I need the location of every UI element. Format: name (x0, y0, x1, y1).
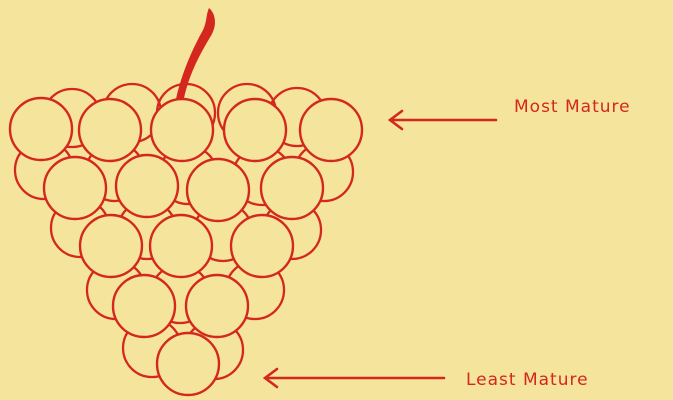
berry-row3 (231, 215, 293, 277)
berry-row5 (157, 333, 219, 395)
berry-row2 (116, 155, 178, 217)
berry-row2 (187, 159, 249, 221)
least-mature-label: Least Mature (466, 370, 589, 390)
berry-row1 (300, 99, 362, 161)
berry-row3 (80, 215, 142, 277)
berry-row2 (44, 157, 106, 219)
berry-row4 (186, 275, 248, 337)
berry-row1 (79, 99, 141, 161)
berry-row1 (10, 98, 72, 160)
berry-row1 (151, 99, 213, 161)
least-mature-arrow (265, 369, 444, 387)
berry-row1 (224, 99, 286, 161)
most-mature-label: Most Mature (514, 97, 631, 117)
berry-row3 (150, 215, 212, 277)
most-mature-arrow (390, 111, 496, 129)
front-berry-layer (10, 98, 362, 395)
berry-row4 (113, 275, 175, 337)
berry-row2 (261, 157, 323, 219)
